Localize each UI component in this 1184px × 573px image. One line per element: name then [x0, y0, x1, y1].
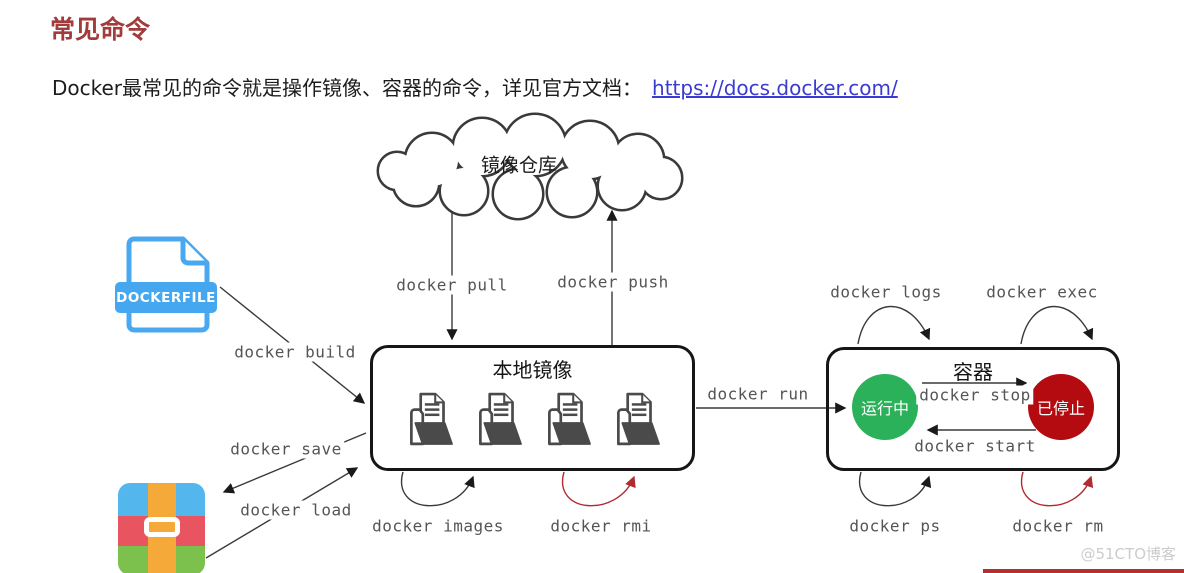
- stopped-state-circle: 已停止: [1028, 374, 1094, 440]
- label-docker-rm: docker rm: [1009, 516, 1107, 536]
- container-box: 容器 运行中 已停止: [826, 347, 1120, 471]
- label-docker-start: docker start: [911, 436, 1039, 456]
- label-docker-pull: docker pull: [393, 275, 511, 295]
- registry-cloud-fill: [379, 115, 681, 218]
- label-docker-push: docker push: [554, 272, 672, 292]
- running-state-label: 运行中: [860, 399, 909, 418]
- intro-text: Docker最常见的命令就是操作镜像、容器的命令，详见官方文档： https://…: [52, 72, 898, 101]
- label-docker-exec: docker exec: [983, 282, 1101, 302]
- label-docker-save: docker save: [227, 439, 345, 459]
- image-file-icon: [548, 392, 591, 446]
- registry-label: 镜像仓库: [480, 154, 558, 177]
- label-docker-ps: docker ps: [846, 516, 944, 536]
- local-images-title: 本地镜像: [492, 358, 573, 382]
- docs-link[interactable]: https://docs.docker.com/: [652, 76, 898, 100]
- archive-buckle: [144, 517, 180, 537]
- image-file-icon: [410, 392, 453, 446]
- loop-docker-ps: [858, 471, 932, 507]
- red-underline: [983, 569, 1184, 573]
- label-docker-build: docker build: [231, 342, 359, 362]
- loop-docker-exec: [1020, 305, 1094, 345]
- watermark: @51CTO博客: [1080, 545, 1176, 563]
- container-title: 容器: [953, 360, 993, 384]
- dockerfile-icon: DOCKERFILE: [115, 236, 217, 348]
- image-icons-row: [373, 392, 692, 448]
- image-file-icon: [617, 392, 660, 446]
- image-file-icon: [479, 392, 522, 446]
- dockerfile-banner: DOCKERFILE: [115, 282, 217, 313]
- running-state-circle: 运行中: [852, 374, 918, 440]
- label-docker-run: docker run: [704, 384, 812, 404]
- label-docker-logs: docker logs: [827, 282, 945, 302]
- loop-docker-rm: [1020, 471, 1094, 507]
- loop-docker-logs: [857, 305, 931, 345]
- page-title: 常见命令: [50, 15, 151, 44]
- label-docker-rmi: docker rmi: [547, 516, 655, 536]
- label-docker-stop: docker stop: [916, 385, 1034, 405]
- intro-label: Docker最常见的命令就是操作镜像、容器的命令，详见官方文档：: [52, 76, 643, 100]
- archive-icon: [118, 483, 205, 573]
- label-docker-images: docker images: [369, 516, 507, 536]
- label-docker-load: docker load: [237, 500, 355, 520]
- loop-docker-images: [400, 471, 475, 507]
- local-images-box: 本地镜像: [370, 345, 695, 471]
- loop-docker-rmi: [561, 471, 636, 507]
- stopped-state-label: 已停止: [1036, 399, 1085, 418]
